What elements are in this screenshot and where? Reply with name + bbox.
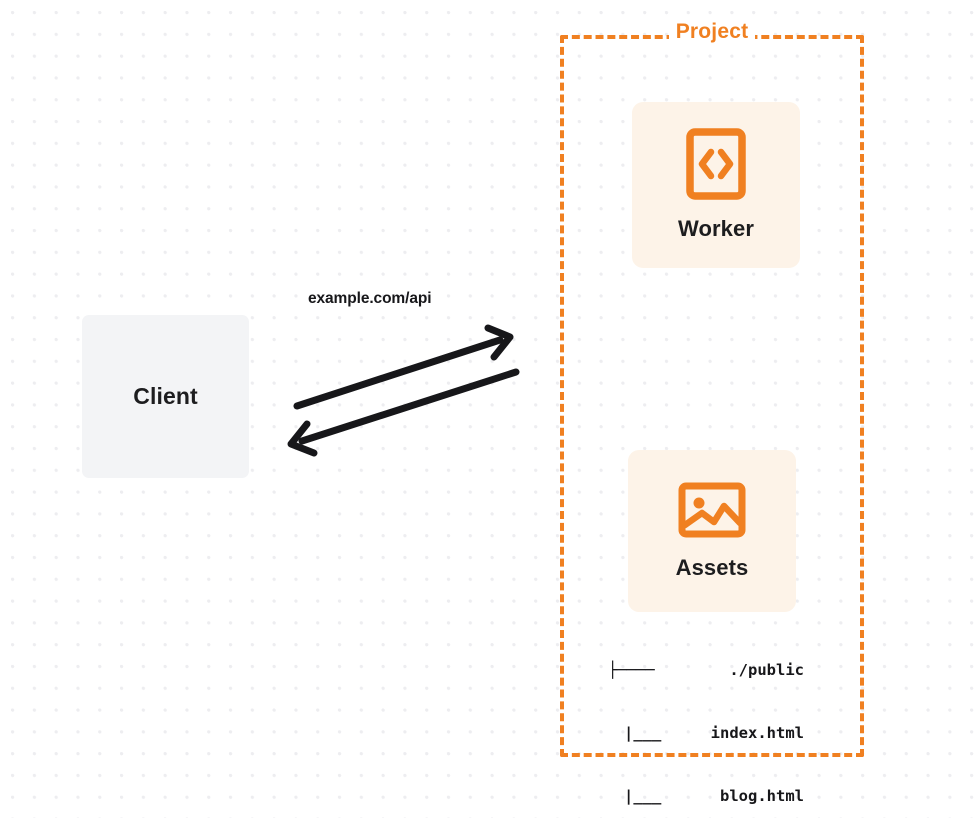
response-arrow bbox=[287, 368, 520, 457]
tree-branch-icon: ├──── bbox=[608, 661, 655, 679]
code-brackets-icon bbox=[686, 128, 746, 200]
request-arrow bbox=[293, 324, 514, 410]
connection-label: example.com/api bbox=[308, 290, 432, 307]
tree-branch-icon: |___ bbox=[624, 724, 662, 742]
assets-card-label: Assets bbox=[675, 555, 749, 580]
client-node[interactable]: Client bbox=[82, 315, 249, 478]
file-tree-row: |___ index.html bbox=[608, 723, 804, 744]
client-node-label: Client bbox=[133, 383, 198, 409]
tree-branch-icon: |___ bbox=[624, 787, 662, 805]
file-tree-row: |___ blog.html bbox=[608, 786, 804, 807]
tree-item-name: ./public bbox=[729, 661, 804, 679]
project-group-title: Project bbox=[560, 20, 864, 44]
file-tree-row: ├──── ./public bbox=[608, 660, 804, 681]
assets-file-tree: ├──── ./public |___ index.html |___ blog… bbox=[608, 618, 804, 818]
tree-item-name: index.html bbox=[710, 724, 804, 742]
worker-card-label: Worker bbox=[678, 216, 754, 241]
assets-card[interactable]: Assets bbox=[628, 450, 796, 612]
worker-card[interactable]: Worker bbox=[632, 102, 800, 268]
image-picture-icon bbox=[678, 481, 746, 539]
tree-item-name: blog.html bbox=[720, 787, 804, 805]
